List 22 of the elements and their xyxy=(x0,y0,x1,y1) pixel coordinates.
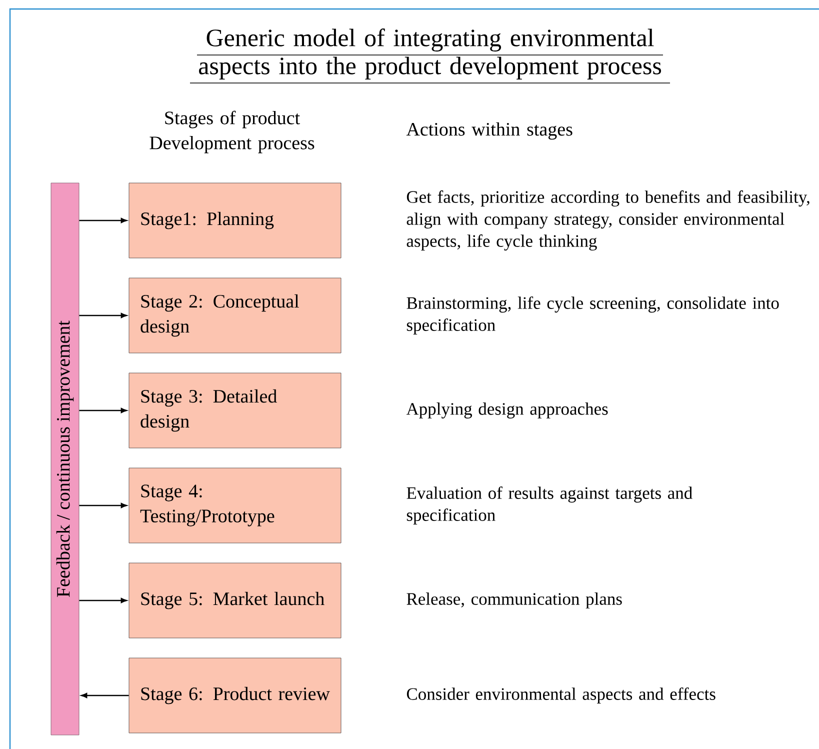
arrow xyxy=(81,692,129,698)
stage-box: Stage1: Planning xyxy=(128,182,342,258)
arrow xyxy=(79,312,127,318)
action-text: Brainstorming, life cycle screening, consolidate into specification xyxy=(406,296,779,335)
arrow xyxy=(79,598,127,604)
stage-box: Stage 4: Testing/Prototype xyxy=(128,468,342,544)
stage-box: Stage 3: Detailed design xyxy=(128,372,342,448)
column-heading: Actions within stages xyxy=(406,122,572,140)
stage-box: Stage 5: Market launch xyxy=(128,562,342,638)
action-text: Release, communication plans xyxy=(406,592,622,608)
feedback-bar: Feedback / continuous improvement xyxy=(50,182,80,736)
arrow xyxy=(79,502,127,508)
stage-box: Stage 6: Product review xyxy=(128,658,342,734)
column-heading: Stages of product Development process xyxy=(150,110,314,154)
action-text: Evaluation of results against targets and specification xyxy=(406,486,692,525)
action-text: Get facts, prioritize according to benefits and feasibility, align with company strategy, consider environmental aspects, life cycle thinking xyxy=(406,190,810,251)
action-text: Applying design approaches xyxy=(406,402,608,418)
stage-box: Stage 2: Conceptual design xyxy=(128,278,342,354)
title: Generic model of integrating environmental aspects into the product development process xyxy=(190,28,670,84)
action-text: Consider environmental aspects and effects xyxy=(406,687,716,704)
arrow xyxy=(79,408,127,414)
arrow xyxy=(79,218,127,224)
